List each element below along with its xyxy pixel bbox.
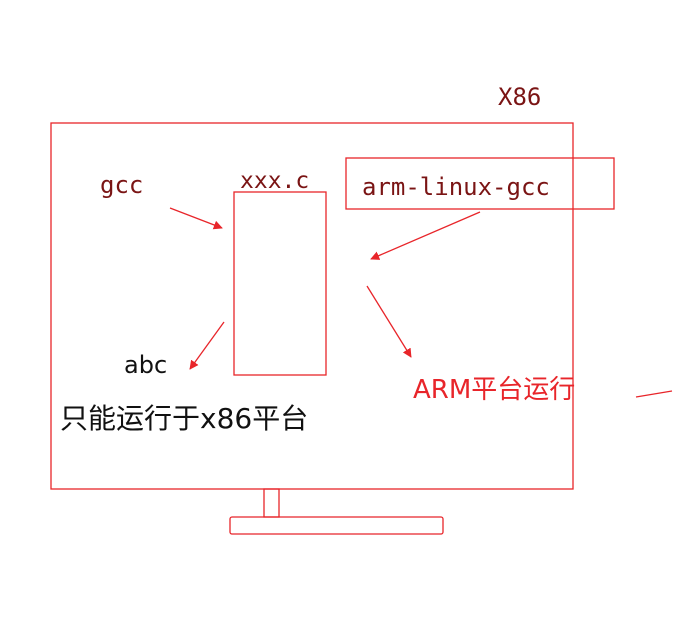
monitor-stand-neck (263, 488, 280, 518)
platform-label: X86 (498, 83, 541, 111)
arm-run-caption: ARM平台运行 (413, 375, 575, 405)
cross-compiler-label: arm-linux-gcc (362, 173, 550, 201)
source-file-label: xxx.c (240, 168, 309, 194)
monitor-screen (50, 122, 574, 490)
cross-compiler-box (345, 157, 615, 210)
native-compiler-label: gcc (100, 171, 143, 199)
edge-stroke-right (635, 390, 673, 398)
monitor-stand-base (229, 516, 444, 535)
arrow-source-to-abc (189, 321, 225, 370)
source-file-box (233, 191, 327, 376)
native-output-label: abc (124, 351, 167, 379)
arrow-source-to-arm (366, 285, 412, 358)
arrow-gcc-to-source (169, 207, 223, 230)
native-run-caption: 只能运行于x86平台 (60, 402, 308, 435)
arrow-cross-compiler-to-source (370, 211, 481, 260)
